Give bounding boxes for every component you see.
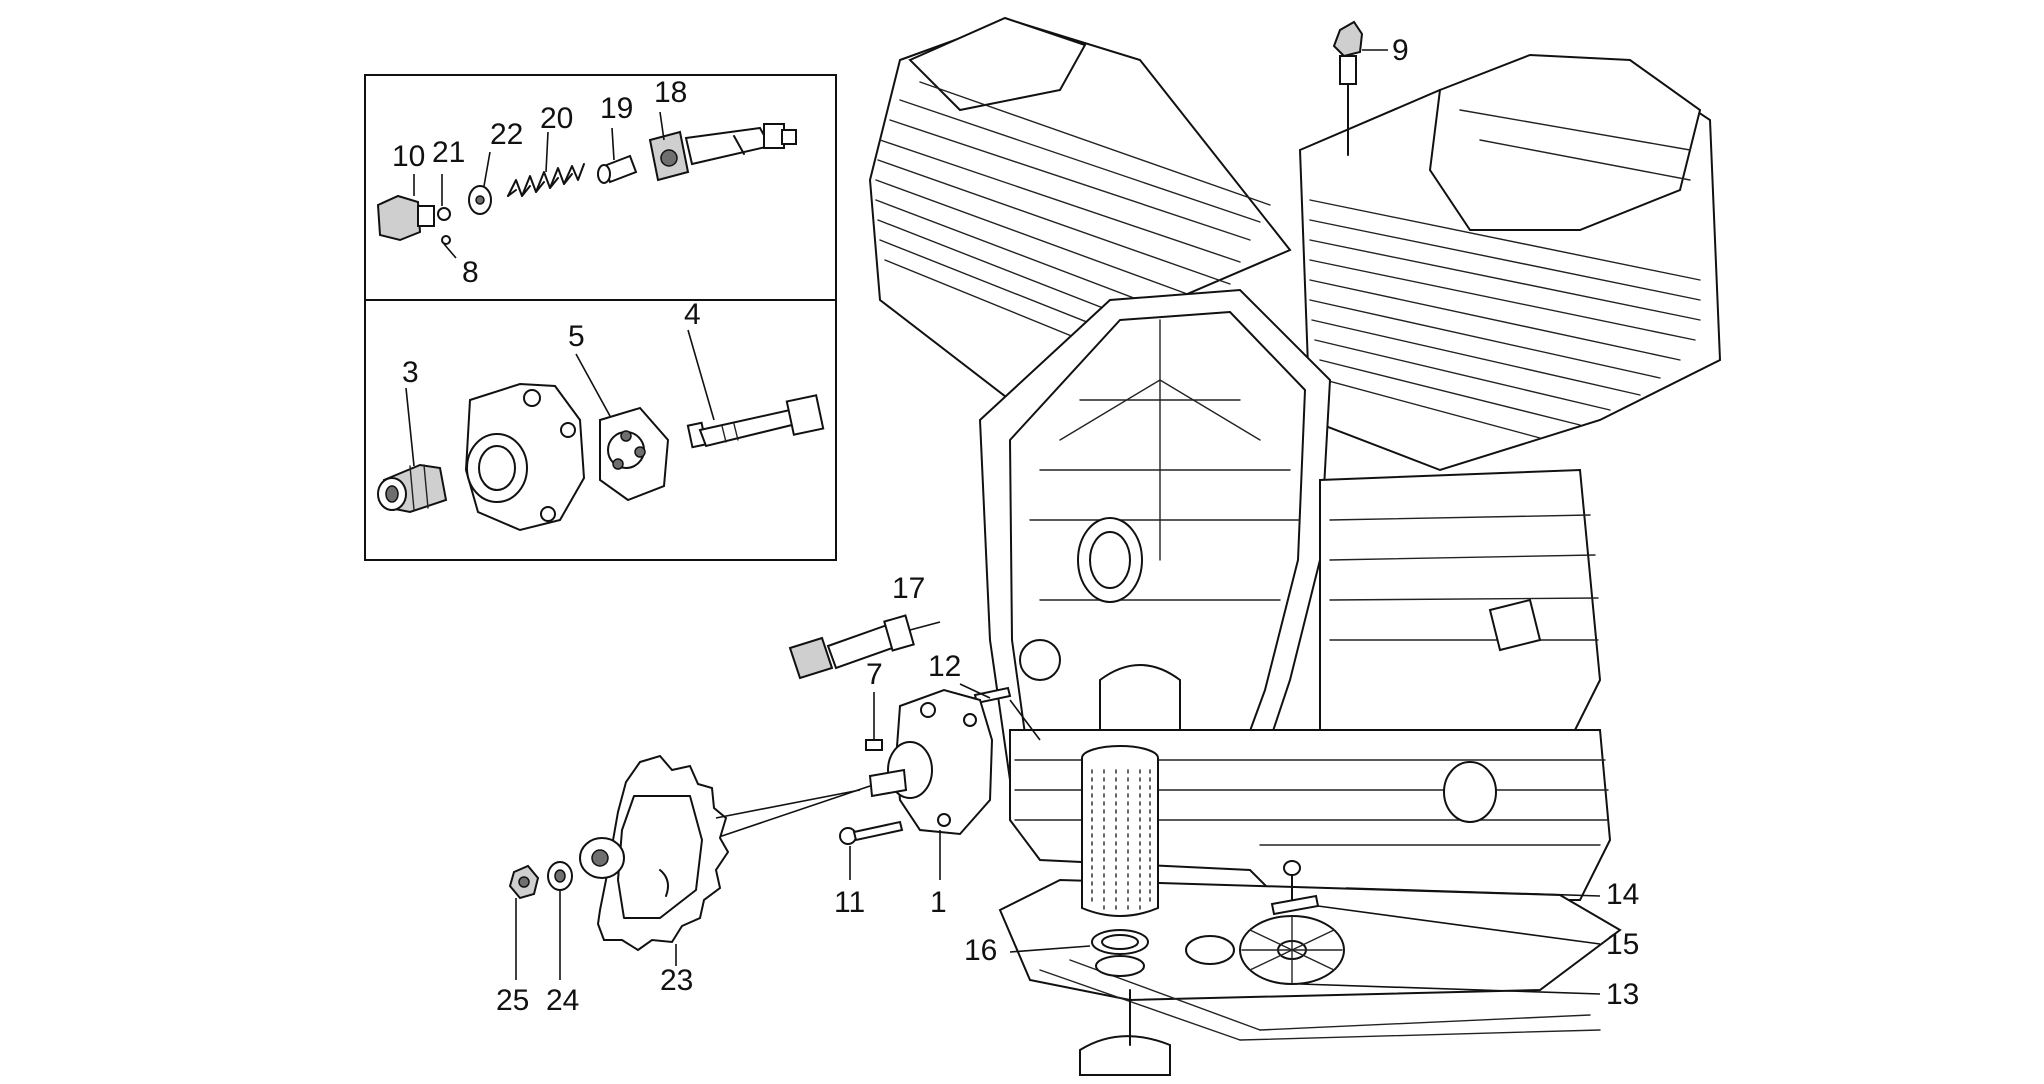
- callout-11: 11: [834, 886, 866, 919]
- callout-leaders: [405, 49, 1601, 995]
- callout-3: 3: [402, 356, 419, 389]
- part-17-banjo-bolt: [788, 614, 941, 680]
- callout-20: 20: [540, 102, 574, 135]
- callout-15: 15: [1606, 928, 1640, 961]
- part-23-sprocket: [579, 754, 861, 952]
- inset-frame-oil-pump: [364, 299, 837, 561]
- callout-18: 18: [654, 76, 688, 109]
- callout-7: 7: [866, 658, 883, 691]
- part-16-gasket: [1091, 929, 1149, 977]
- callout-22: 22: [490, 118, 524, 151]
- callout-14: 14: [1606, 878, 1640, 911]
- callout-16: 16: [964, 934, 998, 967]
- part-7-key: [865, 739, 883, 751]
- callout-10: 10: [392, 140, 426, 173]
- callout-8: 8: [462, 256, 479, 289]
- inset-relief-valve-parts: [376, 123, 797, 245]
- inset-oil-pump-parts: [377, 382, 825, 532]
- part-25-nut: [508, 864, 540, 900]
- callout-9: 9: [1392, 34, 1409, 67]
- callout-4: 4: [684, 298, 701, 331]
- part-12-pin: [959, 683, 1041, 741]
- callout-17: 17: [892, 572, 926, 605]
- part-11-screw: [839, 820, 904, 880]
- callout-19: 19: [600, 92, 634, 125]
- callout-21: 21: [432, 136, 466, 169]
- callout-23: 23: [660, 964, 694, 997]
- callout-25: 25: [496, 984, 530, 1017]
- callout-5: 5: [568, 320, 585, 353]
- part-13-oil-strainer: [1239, 915, 1345, 985]
- callout-1: 1: [930, 886, 947, 919]
- part-24-washer: [547, 861, 573, 891]
- callout-13: 13: [1606, 978, 1640, 1011]
- callout-12: 12: [928, 650, 962, 683]
- part-9-oil-pressure-sender: [1332, 20, 1364, 156]
- oil-filter-cartridge: [1081, 745, 1159, 917]
- part-1-oil-pump: [709, 688, 994, 880]
- callout-24: 24: [546, 984, 580, 1017]
